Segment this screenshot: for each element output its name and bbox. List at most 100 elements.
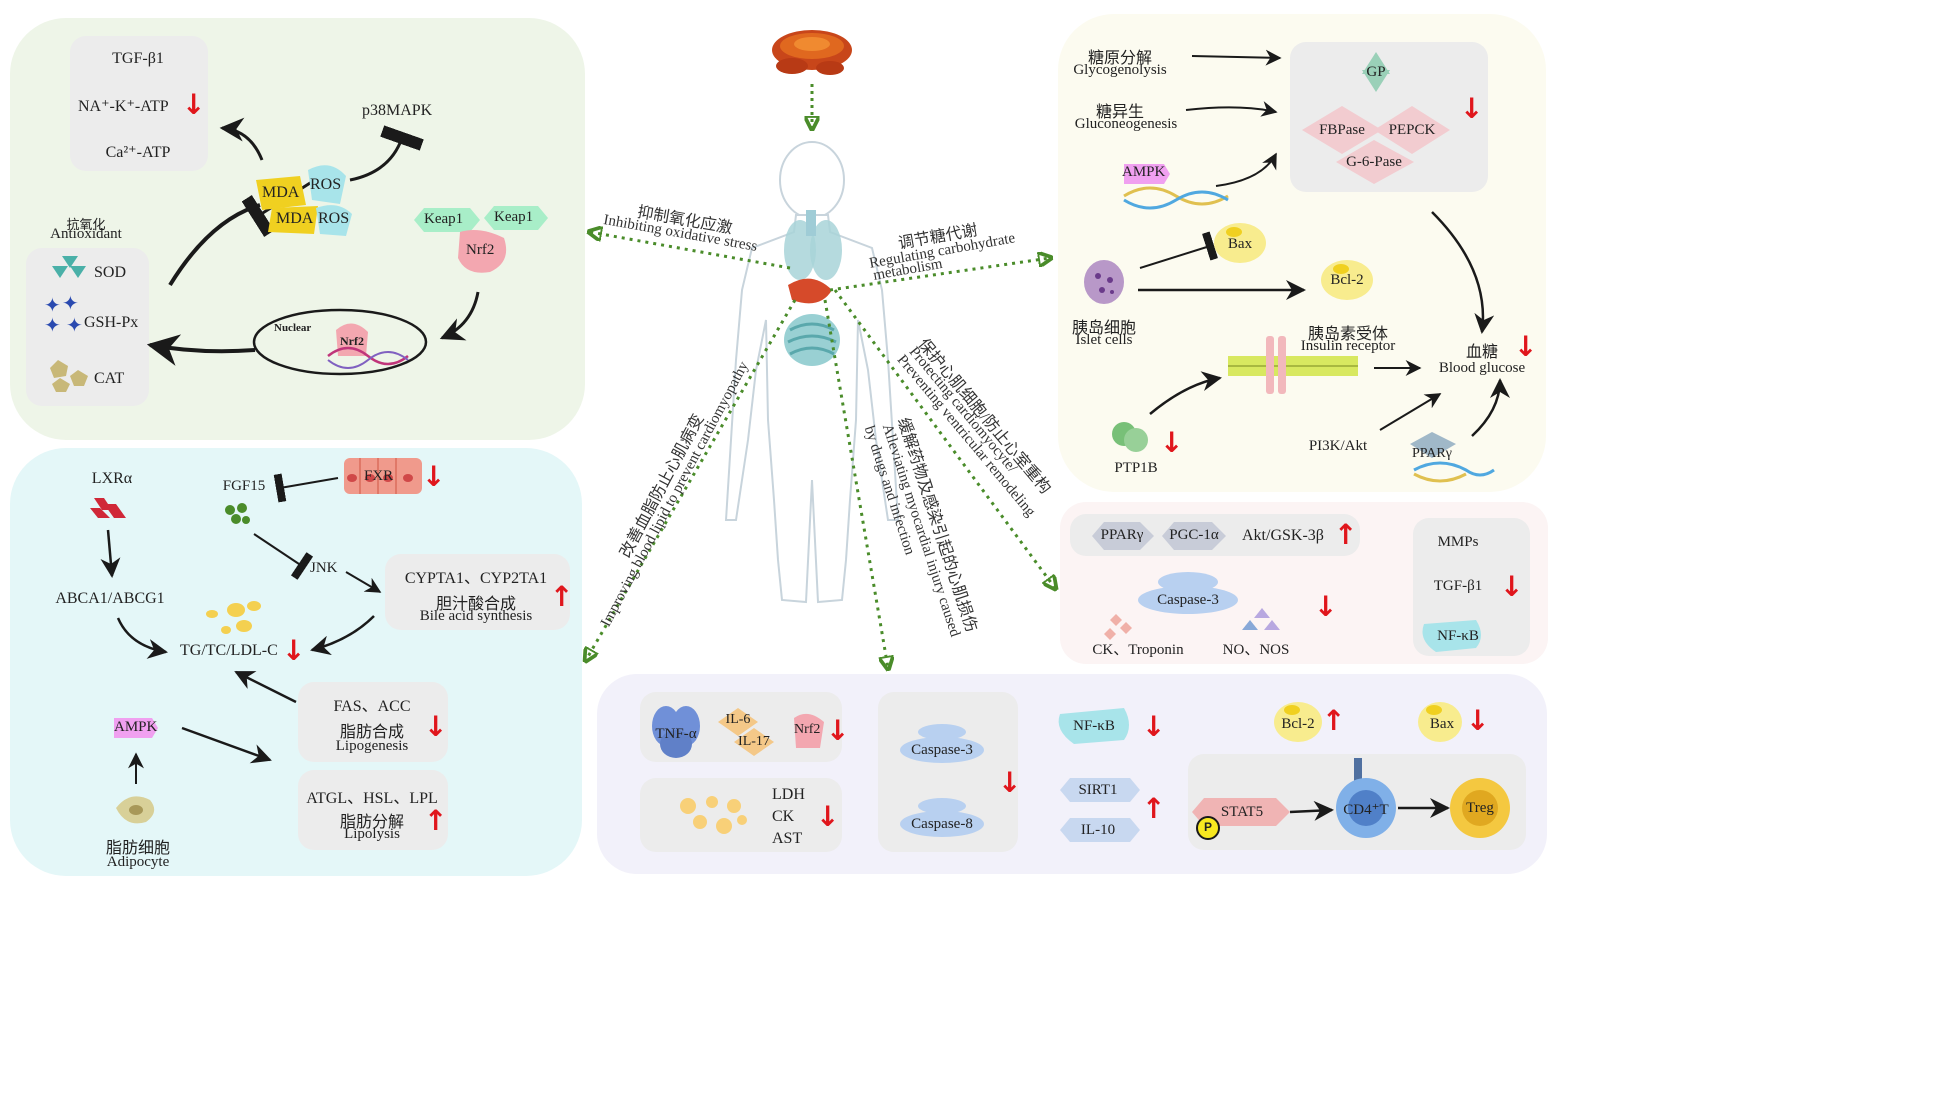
ck-troponin-label: CK、Troponin — [1092, 642, 1184, 658]
gp-icon — [1362, 52, 1390, 92]
na-k-atp-label: NA⁺-K⁺-ATP — [78, 98, 169, 115]
nuclear-label: Nuclear — [274, 322, 312, 334]
keap1-nrf2-icon — [414, 206, 548, 273]
bax-icon-2 — [1418, 702, 1462, 742]
antioxidant-en-label: Antioxidant — [50, 226, 122, 242]
enzyme-box — [640, 778, 842, 852]
nfkb-label: NF-κB — [1437, 628, 1479, 644]
keap1-label-2: Keap1 — [494, 209, 534, 225]
nfkb-icon-2 — [1058, 708, 1129, 744]
bax-label: Bax — [1227, 236, 1253, 252]
tg-tc-ldl-down-arrow: ↓ — [282, 634, 306, 667]
p38mapk-label: p38MAPK — [362, 102, 433, 119]
islet-cells-en-label: Islet cells — [1075, 332, 1133, 348]
bcl2-label: Bcl-2 — [1330, 272, 1364, 288]
akt-gsk-up-arrow: ↑ — [1334, 518, 1358, 551]
enzyme-diamonds-icon — [1302, 106, 1450, 184]
ros-label-2: ROS — [318, 210, 350, 227]
mda-ros-icon — [256, 165, 352, 236]
fxr-label: FXR — [364, 468, 394, 484]
caspase8-label: Caspase-8 — [911, 816, 973, 832]
fgf15-icon — [225, 503, 250, 524]
ampk-label: AMPK — [1122, 164, 1166, 180]
blood-glucose-en-label: Blood glucose — [1438, 360, 1526, 376]
cat-icon — [50, 360, 88, 392]
cd4-t-label: CD4⁺T — [1343, 802, 1389, 818]
nrf2-icon — [794, 713, 824, 748]
svg-text:✦: ✦ — [66, 313, 83, 337]
tnf-alpha-label: TNF-α — [655, 726, 697, 742]
ptp1b-label: PTP1B — [1114, 460, 1158, 476]
il10-label: IL-10 — [1080, 822, 1116, 838]
fas-acc-label: FAS、ACC — [333, 698, 411, 715]
cytokine-down-arrow: ↓ — [826, 714, 850, 747]
islet-cells-cn-label: 胰岛细胞 — [1071, 320, 1137, 337]
cat-label: CAT — [94, 370, 125, 387]
cyp-label: CYPTA1、CYP2TA1 — [404, 570, 548, 587]
caspase3-icon — [1138, 572, 1238, 614]
islet-cell-icon — [1084, 260, 1124, 304]
cd4-t-cell-icon — [1336, 758, 1396, 838]
abca-abcg-label: ABCA1/ABCG1 — [55, 590, 165, 607]
sirt1-il10-up-arrow: ↑ — [1142, 792, 1166, 825]
insulin-receptor-cn-label: 胰岛素受体 — [1307, 326, 1389, 343]
adipocyte-cn-label: 脂肪细胞 — [105, 840, 171, 857]
atp-box — [70, 36, 208, 171]
human-body-icon — [724, 141, 900, 604]
lipid-panel — [10, 448, 582, 876]
ganoderma-mushroom-icon — [772, 30, 852, 75]
sod-label: SOD — [94, 264, 127, 281]
ast-label: AST — [772, 830, 803, 847]
ppar-gamma-label-2: PPARγ — [1100, 527, 1144, 543]
nfkb-down-arrow: ↓ — [1142, 710, 1166, 743]
stat5-icon — [1192, 798, 1290, 840]
caspase8-icon — [900, 798, 984, 837]
adipocyte-en-label: Adipocyte — [106, 854, 170, 870]
keap1-label-1: Keap1 — [424, 211, 464, 227]
bile-acid-en-label: Bile acid synthesis — [419, 608, 533, 624]
antioxidant-cn-label: 抗氧化 — [66, 217, 106, 232]
fxr-down-arrow: ↓ — [422, 460, 446, 493]
lipogenesis-down-arrow: ↓ — [424, 710, 448, 743]
ros-label-1: ROS — [310, 176, 342, 193]
svg-text:✦: ✦ — [44, 293, 61, 317]
ppar-pgc-icon — [1092, 522, 1226, 550]
ampk-icon — [114, 718, 158, 738]
bcl2-icon-2 — [1274, 702, 1322, 742]
pepck-label: PEPCK — [1388, 122, 1436, 138]
atgl-hsl-lpl-label: ATGL、HSL、LPL — [306, 790, 438, 807]
il-icon — [718, 708, 774, 756]
caspase3-down-arrow: ↓ — [1314, 590, 1338, 623]
no-nos-label: NO、NOS — [1222, 642, 1290, 658]
ampk-dna-icon — [1123, 164, 1229, 210]
na-k-atp-down-arrow: ↓ — [182, 88, 206, 121]
lipolysis-cn-label: 脂肪分解 — [339, 814, 405, 831]
lipolysis-box — [298, 770, 448, 850]
nrf2-label-2: Nrf2 — [794, 722, 821, 737]
adipocyte-icon — [116, 796, 155, 824]
bcl2-label-2: Bcl-2 — [1281, 716, 1315, 732]
lipogenesis-box — [298, 682, 448, 762]
glycogenolysis-cn-label: 糖原分解 — [1087, 50, 1153, 67]
no-nos-icon — [1242, 608, 1280, 630]
gp-label: GP — [1366, 64, 1386, 80]
ldh-label: LDH — [772, 786, 805, 803]
phospho-label: P — [1203, 820, 1213, 834]
il17-label: IL-17 — [738, 734, 770, 749]
bax-icon — [1214, 223, 1266, 263]
bax-label-2: Bax — [1429, 716, 1455, 732]
tgf-beta1-label-2: TGF-β1 — [1433, 578, 1483, 594]
blood-glucose-down-arrow: ↓ — [1514, 330, 1538, 363]
gsh-px-label: GSH-Px — [84, 314, 139, 331]
tnf-alpha-icon — [652, 706, 700, 758]
sirt1-icon — [1060, 778, 1140, 802]
organs-icon — [784, 210, 842, 366]
treg-label: Treg — [1466, 800, 1494, 816]
nrf2-dna-icon — [327, 323, 409, 369]
gsh-px-icon: ✦✦✦✦ — [44, 291, 83, 337]
bcl2-up-arrow: ↑ — [1322, 704, 1346, 737]
gluconeogenesis-cn-label: 糖异生 — [1095, 104, 1145, 121]
il10-icon — [1060, 818, 1140, 842]
akt-gsk-label: Akt/GSK-3β — [1242, 527, 1324, 544]
